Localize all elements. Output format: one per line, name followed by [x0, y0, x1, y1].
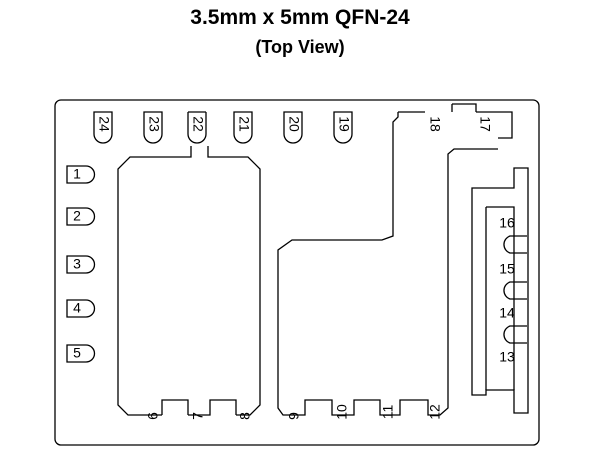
- pin-label-12: 12: [427, 404, 443, 420]
- pin-label-3: 3: [73, 256, 81, 272]
- pin-label-22: 22: [190, 116, 206, 132]
- pin-label-23: 23: [146, 116, 162, 132]
- pin-label-19: 19: [336, 116, 352, 132]
- pad-5: [66, 344, 96, 363]
- pad-16: [503, 235, 527, 254]
- pad-14: [503, 325, 527, 344]
- pin-label-5: 5: [73, 345, 81, 361]
- pad-22: [187, 112, 207, 144]
- pin-label-20: 20: [286, 116, 302, 132]
- pad-21: [233, 111, 253, 144]
- pad-15: [503, 281, 527, 300]
- pin-label-7: 7: [190, 412, 206, 420]
- right-epad-inner-top: [486, 206, 515, 390]
- pad-4: [66, 299, 96, 318]
- pin-label-9: 9: [286, 412, 302, 420]
- pad-19: [333, 111, 353, 144]
- pin-label-16: 16: [499, 215, 515, 231]
- pin-label-14: 14: [499, 305, 515, 321]
- pad-17-outline: [451, 103, 513, 139]
- pin-label-4: 4: [73, 300, 81, 316]
- pin-label-10: 10: [334, 404, 350, 420]
- pin-label-18: 18: [427, 116, 443, 132]
- pin-label-6: 6: [145, 412, 161, 420]
- pad-1: [66, 165, 96, 184]
- left-epad-pins-6-7-8: [161, 146, 261, 416]
- pin-label-15: 15: [499, 261, 515, 277]
- view-subtitle: (Top View): [255, 37, 345, 57]
- pad-24: [93, 111, 113, 144]
- center-epad-outline: [277, 112, 498, 416]
- left-epad-outline: [117, 111, 206, 416]
- pin-label-13: 13: [499, 349, 515, 365]
- pin-label-17: 17: [477, 116, 493, 132]
- pin-label-8: 8: [237, 412, 253, 420]
- pad-3: [66, 255, 96, 274]
- pin-label-21: 21: [236, 116, 252, 132]
- package-title: 3.5mm x 5mm QFN-24: [190, 6, 410, 29]
- pin-label-1: 1: [73, 166, 81, 182]
- package-outline: [54, 99, 540, 446]
- pad-23: [143, 111, 163, 144]
- pad-20: [283, 111, 303, 144]
- pin-label-11: 11: [380, 405, 396, 420]
- pad-2: [66, 207, 96, 226]
- pin-label-2: 2: [73, 208, 81, 224]
- pin-label-24: 24: [96, 116, 112, 132]
- right-epad-frame: [471, 167, 529, 414]
